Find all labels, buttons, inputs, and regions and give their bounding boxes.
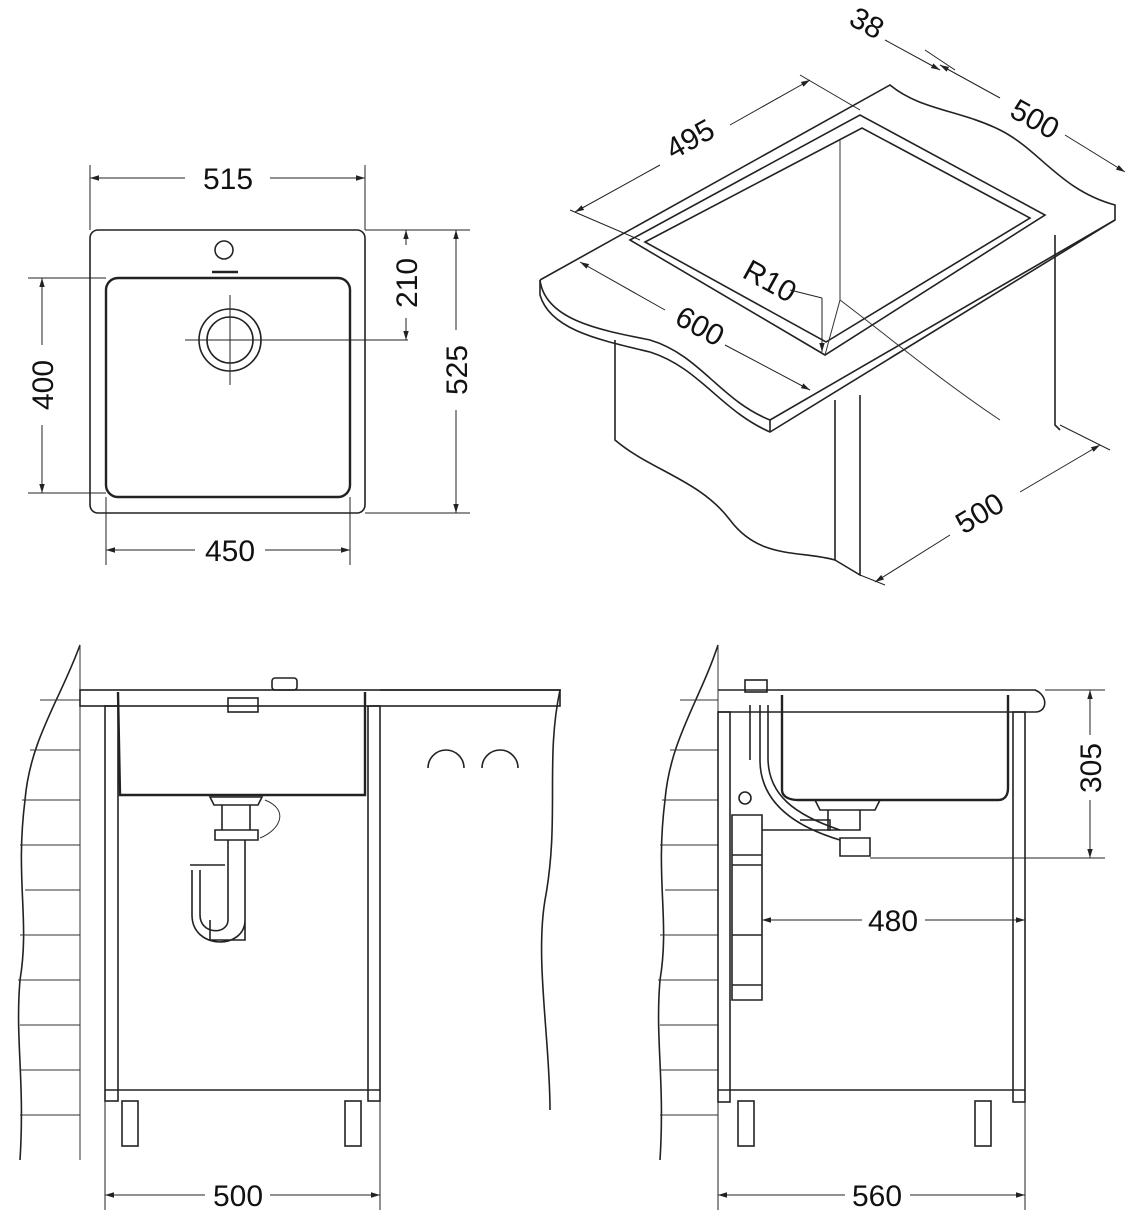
dim-400: 400 (27, 360, 60, 410)
overflow-pipe (749, 705, 841, 841)
dim-210: 210 (391, 258, 424, 308)
dim-525: 525 (441, 345, 474, 395)
dim-305: 305 (1075, 743, 1108, 793)
dim-480: 480 (868, 905, 918, 938)
drain-trap (190, 796, 264, 943)
cabinet-leg (344, 1100, 362, 1147)
sink-basin (116, 691, 367, 797)
plan-view: 515 450 400 210 525 (27, 163, 474, 568)
adjacent-cabinet-handles (427, 749, 519, 769)
dim-500-cabinet: 500 (950, 487, 1010, 541)
isometric-view: 495 38 500 R10 600 500 (539, 1, 1126, 586)
sink-outline (89, 229, 366, 514)
dim-38: 38 (844, 1, 889, 46)
overflow (744, 679, 768, 693)
wall-bricks (18, 645, 81, 1160)
drain-assembly (813, 799, 882, 857)
trap-pipe (731, 814, 831, 1001)
dim-515: 515 (203, 163, 253, 196)
side-elevation: 305 480 560 (657, 644, 1108, 1213)
dim-495: 495 (661, 113, 721, 166)
front-elevation: 500 (17, 644, 561, 1213)
wall-bricks (658, 645, 719, 1160)
sink-rim (628, 114, 1047, 356)
cabinet-leg (121, 1100, 139, 1147)
tap-hole (214, 240, 234, 260)
wall (17, 644, 81, 1161)
cabinet-leg (974, 1100, 992, 1147)
tap-hole-cap (271, 677, 298, 691)
brand-badge (227, 697, 259, 713)
dim-450: 450 (205, 535, 255, 568)
basin-outline (104, 276, 352, 499)
sink-basin (780, 695, 1010, 802)
dim-600: 600 (670, 300, 730, 353)
countertop (718, 689, 1046, 713)
cabinet-leg (737, 1100, 755, 1147)
radius-label: R10 (738, 254, 802, 310)
dim-500-front: 500 (213, 1180, 263, 1213)
countertop (539, 84, 1116, 432)
dim-560: 560 (852, 1180, 902, 1213)
